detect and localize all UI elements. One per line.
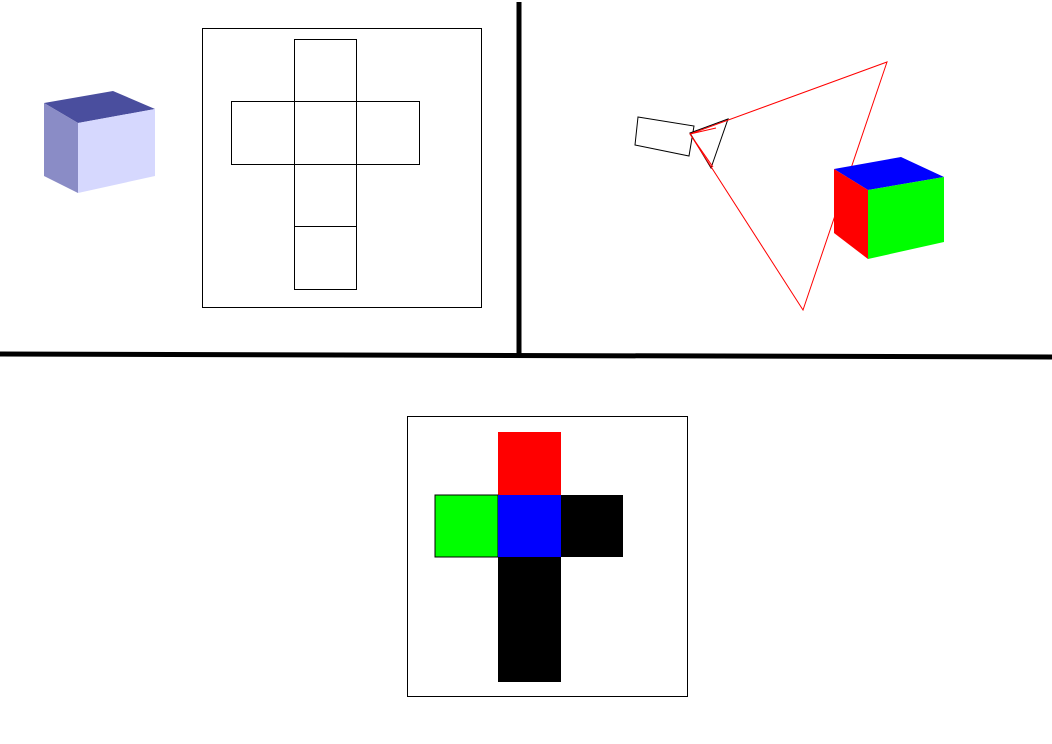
- cube-front-face: [78, 109, 155, 193]
- bottom-panel: [407, 416, 688, 697]
- net-face-bottom: [294, 226, 357, 290]
- colored-net-face-top: [498, 432, 561, 495]
- colored-net-face-right: [561, 495, 623, 557]
- empty-cube-net: [231, 39, 420, 290]
- colored-net-face-center: [498, 495, 561, 557]
- colored-cube: [834, 157, 944, 259]
- colored-net-face-left: [434, 494, 499, 558]
- colored-net-face-below: [498, 557, 561, 620]
- frustum-edge-lower: [689, 133, 714, 168]
- colored-cube-net: [434, 432, 623, 682]
- camera-body: [634, 116, 695, 157]
- shaded-cube: [44, 91, 155, 193]
- colored-net-face-bottom: [498, 620, 561, 682]
- horizontal-divider: [0, 351, 1052, 360]
- colored-cube-left: [834, 169, 868, 259]
- top-right-panel: [634, 61, 944, 312]
- top-left-panel: [44, 28, 482, 308]
- frustum-edge: [689, 127, 717, 135]
- net-frame: [202, 28, 482, 308]
- cube-left-face: [44, 103, 78, 193]
- colored-cube-top: [834, 157, 944, 190]
- net-face-right: [356, 101, 420, 165]
- cube-top-face: [44, 91, 155, 123]
- colored-cube-front: [868, 177, 944, 259]
